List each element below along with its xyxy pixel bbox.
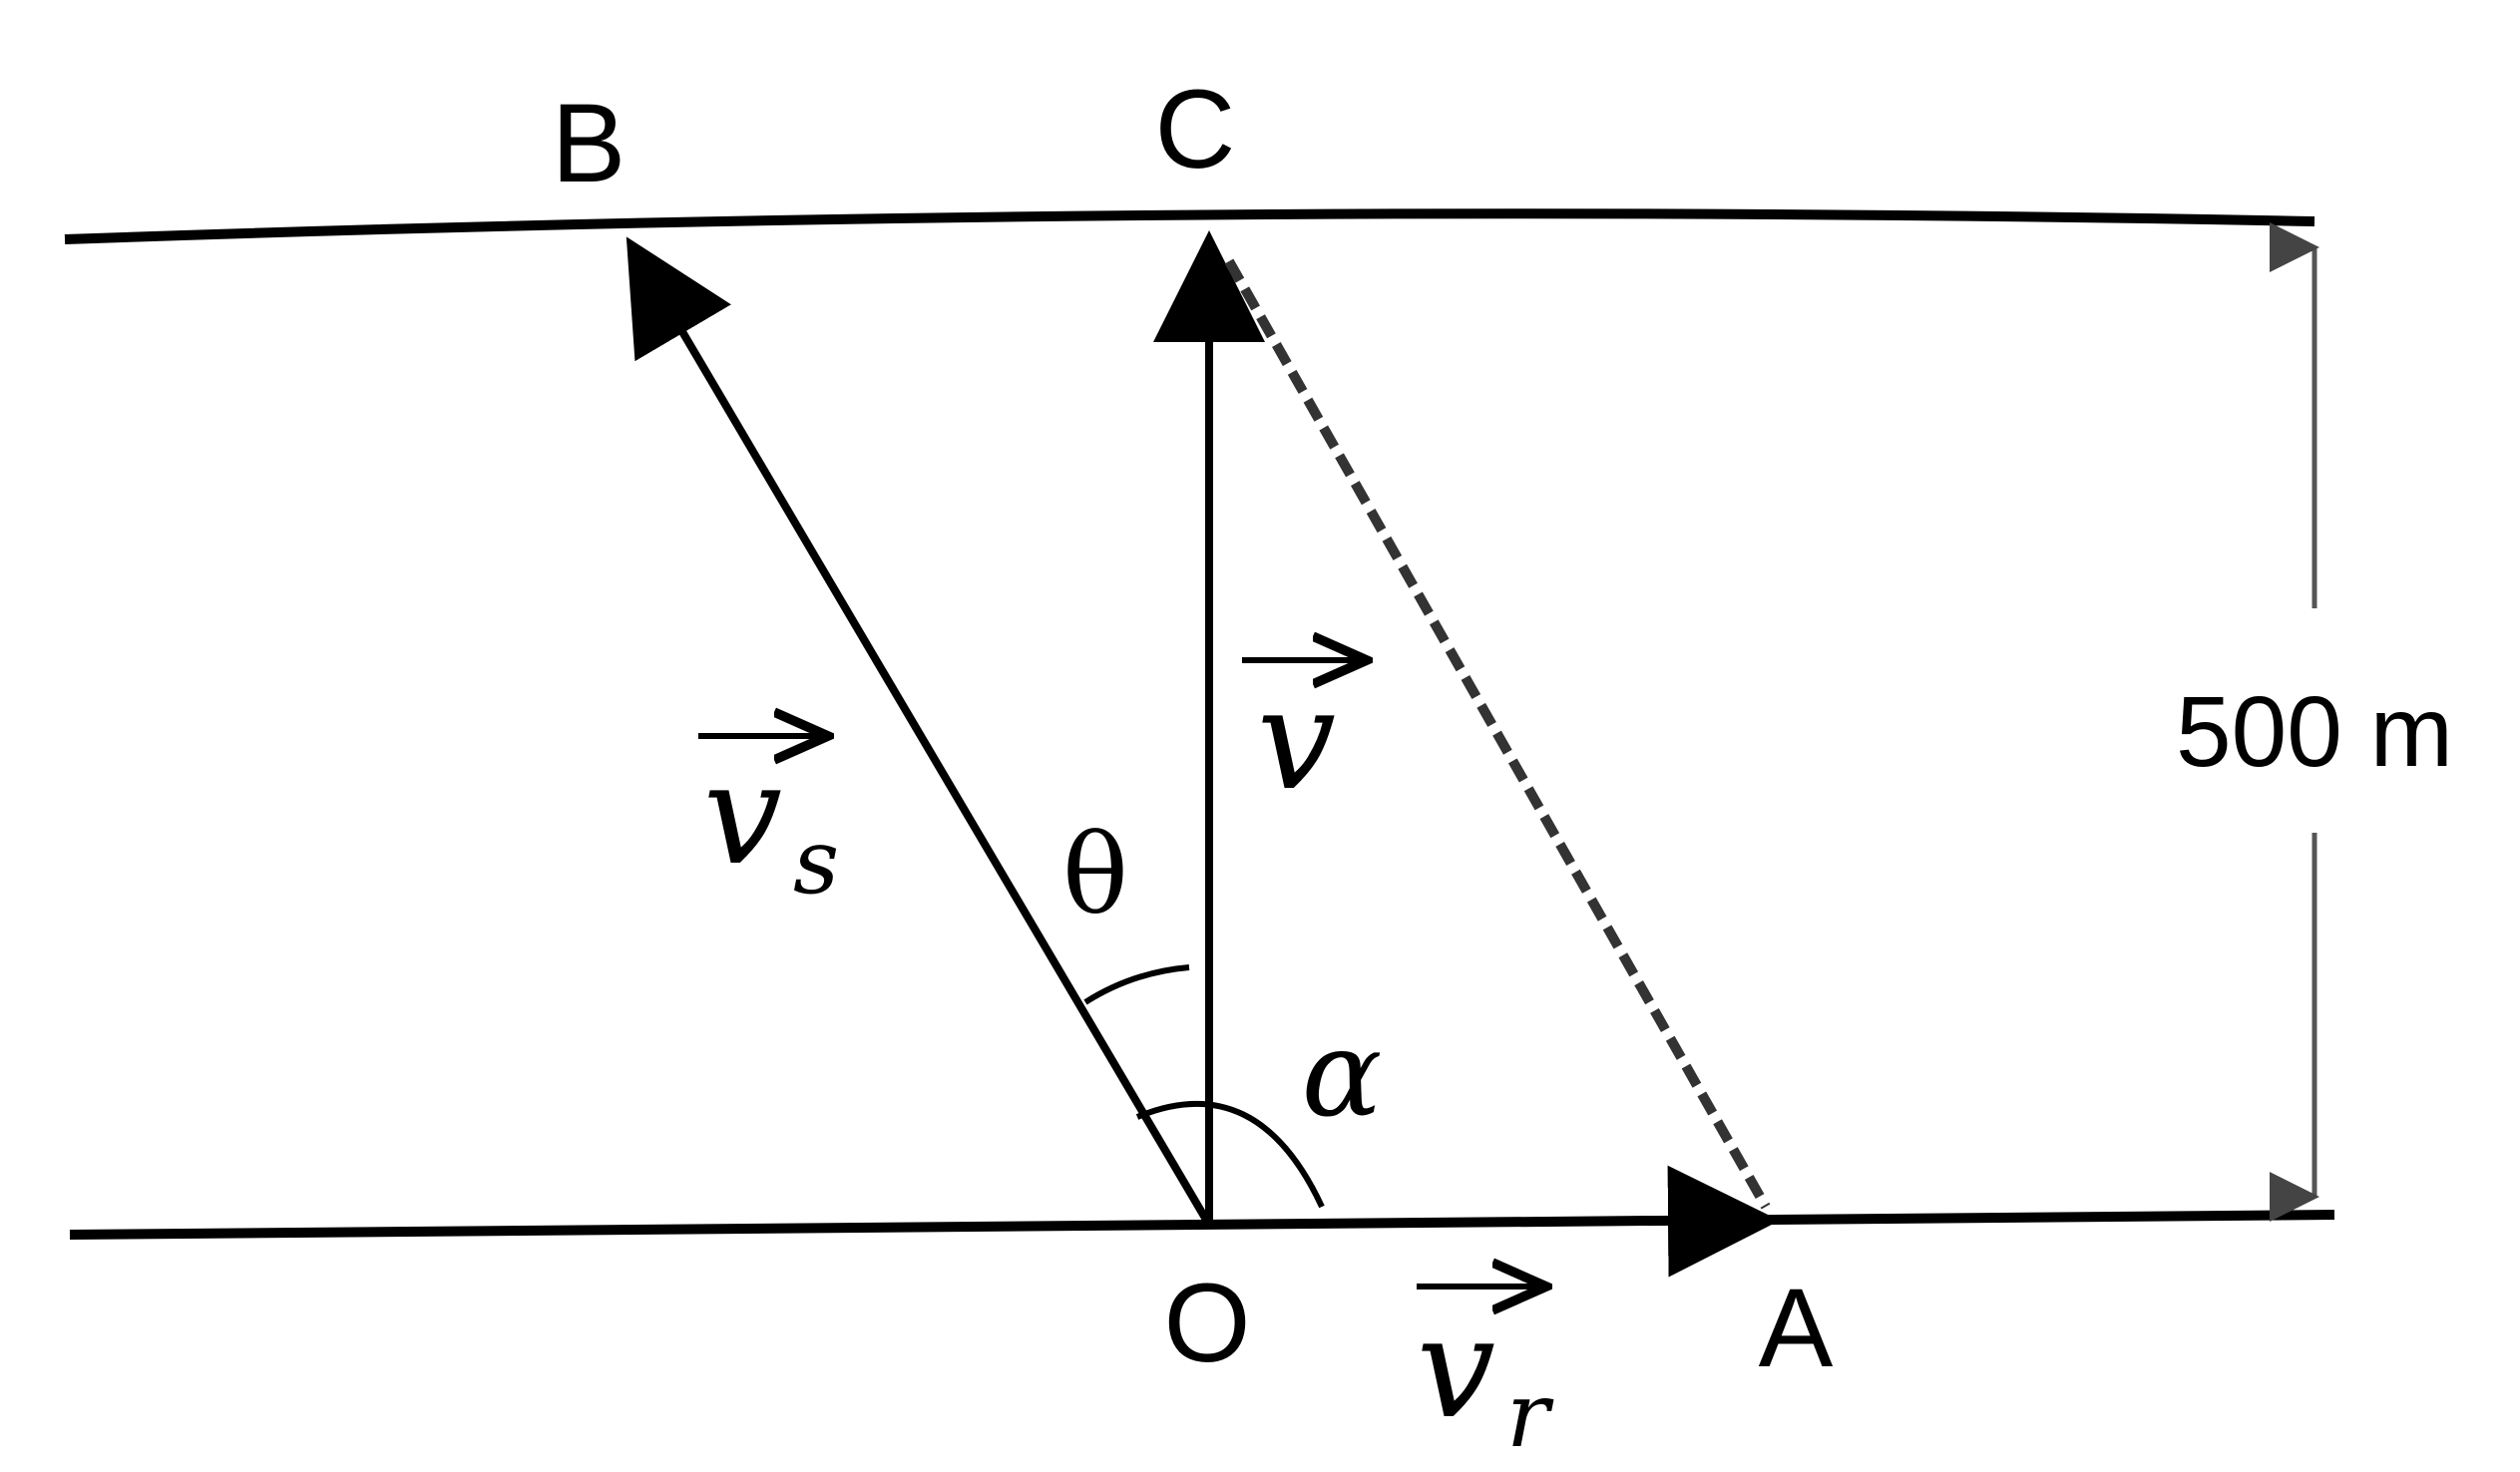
dashed-line-ca [1224,258,1771,1210]
near-bank-line [69,1210,2335,1240]
point-label-a: A [1759,1266,1834,1390]
vr-subscript: r [1506,1363,1554,1468]
angle-label-alpha: α [1301,1005,1382,1144]
vector-vr-line [1208,1165,1780,1278]
angle-theta-arc [1083,964,1190,1005]
vs-subscript: s [793,810,839,915]
vector-label-vr: v r [1417,1287,1554,1468]
point-label-c: C [1155,67,1236,191]
angle-label-theta: θ [1062,811,1128,938]
vector-vs-line [626,236,1213,1228]
far-bank-line [64,208,2315,244]
angle-alpha-arc [1135,1100,1325,1209]
vector-label-v: v [1242,659,1367,822]
point-label-b: B [552,81,627,205]
vs-symbol: v [703,734,782,897]
vr-symbol: v [1417,1288,1495,1450]
vector-label-vs: v s [698,734,839,915]
dimension-label: 500 m [2176,676,2453,788]
point-label-o: O [1163,1261,1250,1385]
v-symbol: v [1257,659,1336,822]
